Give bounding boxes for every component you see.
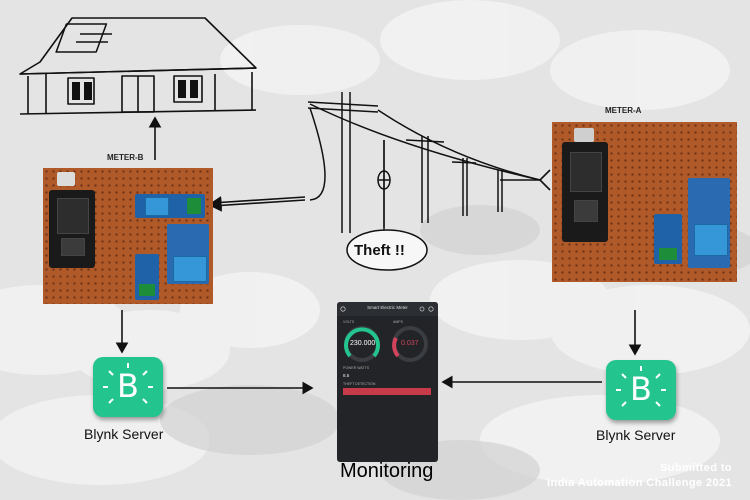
back-icon — [340, 306, 346, 312]
blynk-rays-icon — [616, 366, 666, 407]
meter-a-current-sensor — [654, 214, 682, 264]
app-title: Smart Electric Meter — [367, 305, 408, 310]
meter-a-label: METER-A — [605, 106, 642, 115]
meter-b-voltage-sensor — [167, 224, 209, 284]
blynk-server-left-logo: B — [93, 357, 163, 417]
power-value: 8.5 — [343, 373, 350, 378]
power-label: POWER WATTS — [343, 366, 370, 370]
theft-bubble — [346, 229, 428, 271]
volts-gauge-arc — [344, 327, 380, 358]
blynk-app-screen: Smart Electric Meter VOLTS AMPS 230.000 … — [337, 302, 438, 462]
meter-a-voltage-sensor — [688, 178, 730, 268]
meter-b-board — [43, 168, 213, 304]
gauge-amps-value: 0.037 — [401, 340, 419, 347]
monitoring-label: Monitoring — [340, 460, 434, 482]
meter-b-relay — [135, 194, 205, 218]
meter-a-board — [552, 122, 737, 282]
blynk-server-right-label: Blynk Server — [596, 427, 676, 443]
app-icons — [340, 306, 434, 312]
blynk-server-left-label: Blynk Server — [84, 426, 164, 442]
footer-line-1: Submitted to — [659, 462, 732, 474]
app-topbar — [337, 302, 438, 316]
theft-indicator-label: THEFT DETECTION — [343, 382, 376, 386]
app-gauges — [344, 326, 428, 362]
blynk-rays-icon — [103, 363, 153, 404]
blynk-server-right-logo: B — [606, 360, 676, 420]
theft-label: Theft !! — [354, 242, 405, 259]
blynk-letter: B — [630, 370, 652, 408]
settings-icon — [428, 306, 434, 312]
meter-b-current-sensor — [135, 254, 159, 300]
meter-b-esp32 — [49, 190, 95, 268]
footer-line-2: India Automation Challenge 2021 — [547, 477, 732, 489]
theft-indicator-bar — [343, 388, 431, 395]
gauge-volts-value: 230.000 — [350, 340, 376, 347]
share-icon — [419, 306, 425, 312]
meter-a-esp32 — [562, 142, 608, 242]
blynk-letter: B — [117, 367, 139, 405]
house-sketch — [19, 17, 257, 115]
meter-b-label: METER-B — [107, 153, 144, 162]
gauge-volts-label: VOLTS — [343, 320, 355, 324]
amps-gauge-arc — [392, 337, 400, 358]
gauge-amps-label: AMPS — [393, 320, 403, 324]
